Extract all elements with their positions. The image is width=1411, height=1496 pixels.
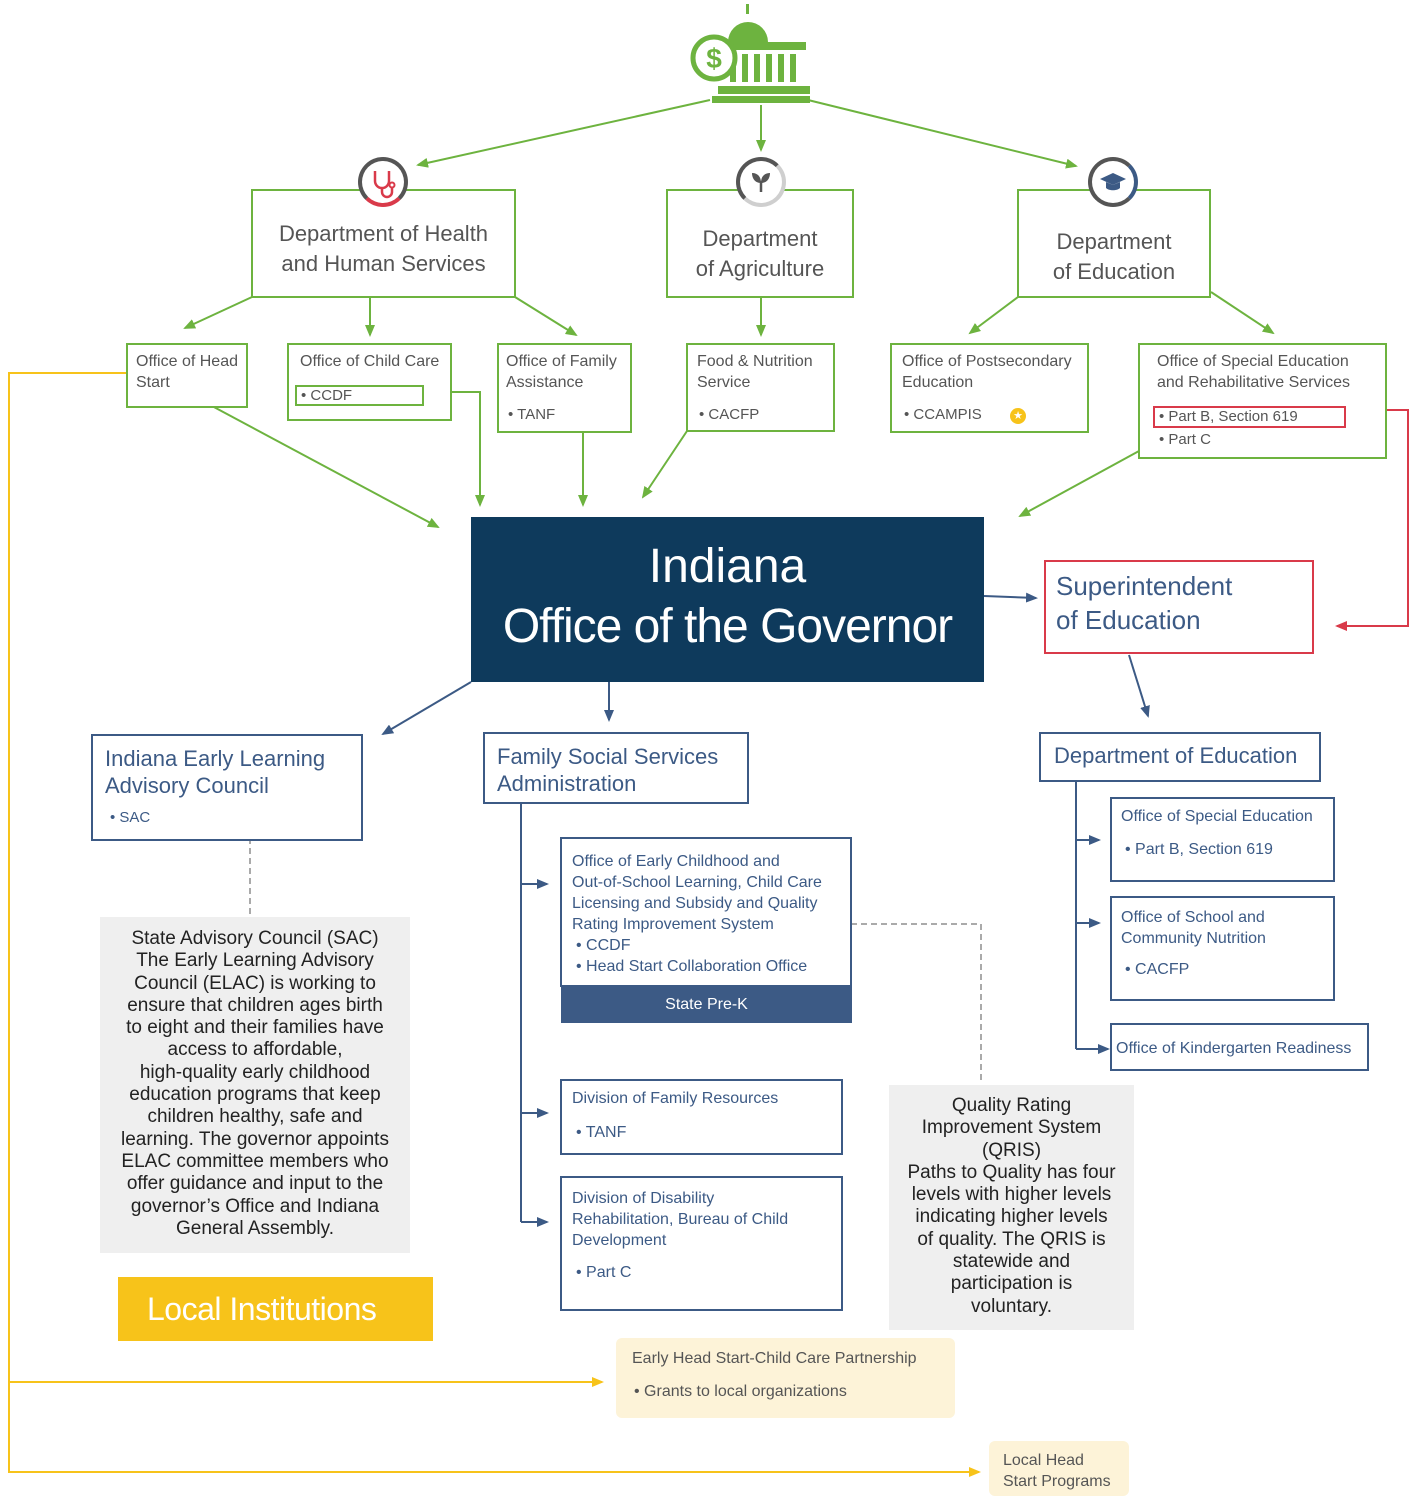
governor-line1: Indiana: [648, 540, 807, 593]
dash-qris-note: [801, 923, 982, 1084]
star-icon: ★: [1010, 408, 1026, 424]
doe-nutrition-title: Office of School and Community Nutrition: [1121, 909, 1266, 947]
ccampis-item: • CCAMPIS: [904, 406, 982, 423]
capitol-dollar-icon: $: [690, 4, 810, 103]
office-family-assistance-box: Office of Family Assistance • TANF: [497, 343, 632, 433]
arrow-dhhs-familyassist: [514, 296, 578, 337]
agriculture-label: Department of Agriculture: [695, 226, 825, 281]
family-resources-box: Division of Family Resources • TANF: [560, 1079, 843, 1155]
state-prek-bar: State Pre-K: [561, 987, 852, 1023]
disability-division-box: Division of Disability Rehabilitation, B…: [560, 1176, 843, 1311]
office-head-start-label: Office of Head Start: [136, 353, 238, 391]
office-child-care-label: Office of Child Care: [300, 353, 440, 370]
doe-part-b-item: • Part B, Section 619: [1125, 841, 1273, 858]
education-federal-label: Department of Education: [1052, 229, 1176, 284]
arrow-gov-superintendent: [983, 592, 1038, 603]
part-c-item: • Part C: [1159, 431, 1211, 448]
arrow-headstart-ehs: [8, 372, 604, 1387]
family-resources-tanf: • TANF: [576, 1124, 627, 1141]
doe-nutrition-box: Office of School and Community Nutrition…: [1110, 896, 1335, 1001]
dhhs-box: Department of Health and Human Services: [251, 189, 516, 298]
elac-box: Indiana Early Learning Advisory Council …: [91, 734, 363, 841]
fssa-box: Family Social Services Administration: [483, 732, 749, 804]
food-nutrition-box: Food & Nutrition Service • CACFP: [686, 343, 835, 432]
family-resources-title: Division of Family Resources: [572, 1090, 779, 1107]
doe-cacfp-item: • CACFP: [1125, 961, 1190, 978]
disability-part-c: • Part C: [576, 1264, 632, 1281]
governor-line2: Office of the Governor: [502, 600, 953, 653]
early-childhood-title: Office of Early Childhood and Out-of-Sch…: [572, 853, 822, 933]
head-start-collab-item: • Head Start Collaboration Office: [576, 958, 808, 975]
office-child-care-box: Office of Child Care • CCDF: [287, 343, 452, 421]
dhhs-label: Department of Health and Human Services: [278, 221, 489, 276]
ehs-partnership-title: Early Head Start-Child Care Partnership: [632, 1350, 917, 1367]
food-nutrition-label: Food & Nutrition Service: [697, 353, 813, 391]
arrow-capitol-dhhs: [416, 99, 711, 168]
doe-special-ed-box: Office of Special Education • Part B, Se…: [1110, 797, 1335, 882]
governor-office-box: Indiana Office of the Governor: [471, 517, 984, 682]
sac-note: State Advisory Council (SAC) The Early L…: [100, 917, 410, 1253]
arrow-edu-postsecondary: [968, 296, 1019, 335]
ehs-partnership-box: Early Head Start-Child Care Partnership …: [616, 1338, 955, 1418]
local-institutions-label: Local Institutions: [147, 1291, 377, 1327]
elac-title: Indiana Early Learning Advisory Council: [105, 746, 326, 798]
arrow-gov-elac: [381, 681, 472, 736]
arrow-edu-specialed: [1210, 291, 1275, 335]
doe-kindergarten-box: Office of Kindergarten Readiness: [1110, 1023, 1369, 1071]
arrow-superintendent-doe: [1128, 654, 1150, 718]
office-special-ed-rehab-box: Office of Special Education and Rehabili…: [1138, 343, 1387, 459]
svg-text:$: $: [706, 43, 722, 74]
office-family-assistance-label: Office of Family Assistance: [506, 353, 617, 391]
state-doe-box: Department of Education: [1039, 732, 1321, 782]
early-childhood-office-box: Office of Early Childhood and Out-of-Sch…: [560, 837, 852, 987]
state-doe-title: Department of Education: [1054, 743, 1298, 768]
office-special-ed-rehab-label: Office of Special Education and Rehabili…: [1157, 353, 1350, 391]
agriculture-box: Department of Agriculture: [666, 189, 854, 298]
tanf-item: • TANF: [508, 406, 556, 423]
local-institutions-banner: Local Institutions: [118, 1277, 433, 1341]
superintendent-box: Superintendent of Education: [1044, 560, 1314, 654]
cacfp-item: • CACFP: [699, 406, 760, 423]
graduation-cap-icon: [1088, 157, 1138, 207]
office-head-start-box: Office of Head Start: [126, 343, 248, 408]
qris-note: Quality Rating Improvement System (QRIS)…: [889, 1085, 1134, 1330]
fssa-title: Family Social Services Administration: [497, 744, 719, 796]
arrow-headstart-local: [8, 1382, 981, 1477]
early-childhood-ccdf: • CCDF: [576, 937, 631, 954]
disability-title: Division of Disability Rehabilitation, B…: [572, 1190, 789, 1249]
arrow-capitol-education: [807, 99, 1078, 169]
local-head-start-label: Local Head Start Programs: [1003, 1452, 1111, 1490]
arrow-dhhs-headstart: [183, 296, 253, 329]
part-b-619-tag: • Part B, Section 619: [1153, 406, 1346, 428]
arrow-cacfp-gov: [641, 430, 688, 499]
doe-kindergarten-label: Office of Kindergarten Readiness: [1116, 1040, 1352, 1057]
ccdf-tag: • CCDF: [295, 385, 424, 406]
stethoscope-icon: [358, 157, 408, 207]
office-postsecondary-label: Office of Postsecondary Education: [902, 353, 1072, 391]
arrow-specialed-gov: [1018, 450, 1140, 517]
sprout-icon: [736, 157, 786, 207]
local-head-start-box: Local Head Start Programs: [989, 1441, 1129, 1496]
sac-item: • SAC: [110, 809, 151, 826]
office-postsecondary-box: Office of Postsecondary Education • CCAM…: [890, 343, 1089, 433]
arrow-headstart-gov: [211, 405, 440, 528]
superintendent-label: Superintendent of Education: [1056, 571, 1233, 635]
doe-special-ed-title: Office of Special Education: [1121, 808, 1313, 825]
ehs-grants-item: • Grants to local organizations: [634, 1383, 847, 1400]
